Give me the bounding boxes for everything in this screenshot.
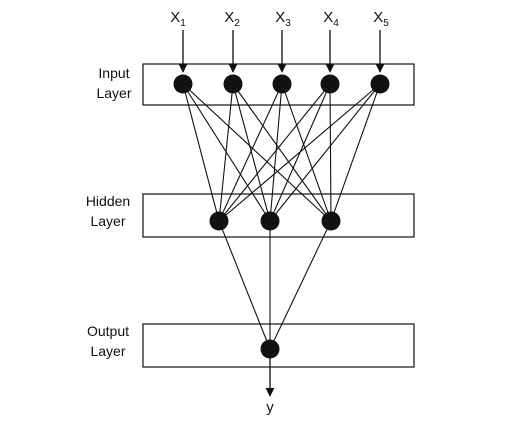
output-node <box>260 339 280 359</box>
input-layer-label-line2: Layer <box>96 85 131 101</box>
input-label-x1: X1 <box>170 9 186 29</box>
hidden-node-3 <box>321 211 341 231</box>
input-label-x2: X2 <box>224 9 240 29</box>
hidden-layer-label-line2: Layer <box>90 213 125 229</box>
input-hidden-connections <box>182 83 381 222</box>
output-label-y: y <box>266 399 274 416</box>
input-node-5 <box>370 74 390 94</box>
hidden-layer-label-line1: Hidden <box>86 193 130 209</box>
input-label-x3: X3 <box>275 9 291 29</box>
hidden-node-2 <box>260 211 280 231</box>
input-layer-label-line1: Input <box>98 65 129 81</box>
input-node-3 <box>272 74 292 94</box>
input-label-x4: X4 <box>323 9 339 29</box>
hidden-output-connections <box>218 220 332 350</box>
output-layer-label-line2: Layer <box>90 343 125 359</box>
input-node-4 <box>320 74 340 94</box>
input-label-x5: X5 <box>373 9 389 29</box>
input-node-2 <box>223 74 243 94</box>
input-node-1 <box>173 74 193 94</box>
output-layer-label-line1: Output <box>87 323 129 339</box>
hidden-node-1 <box>209 211 229 231</box>
